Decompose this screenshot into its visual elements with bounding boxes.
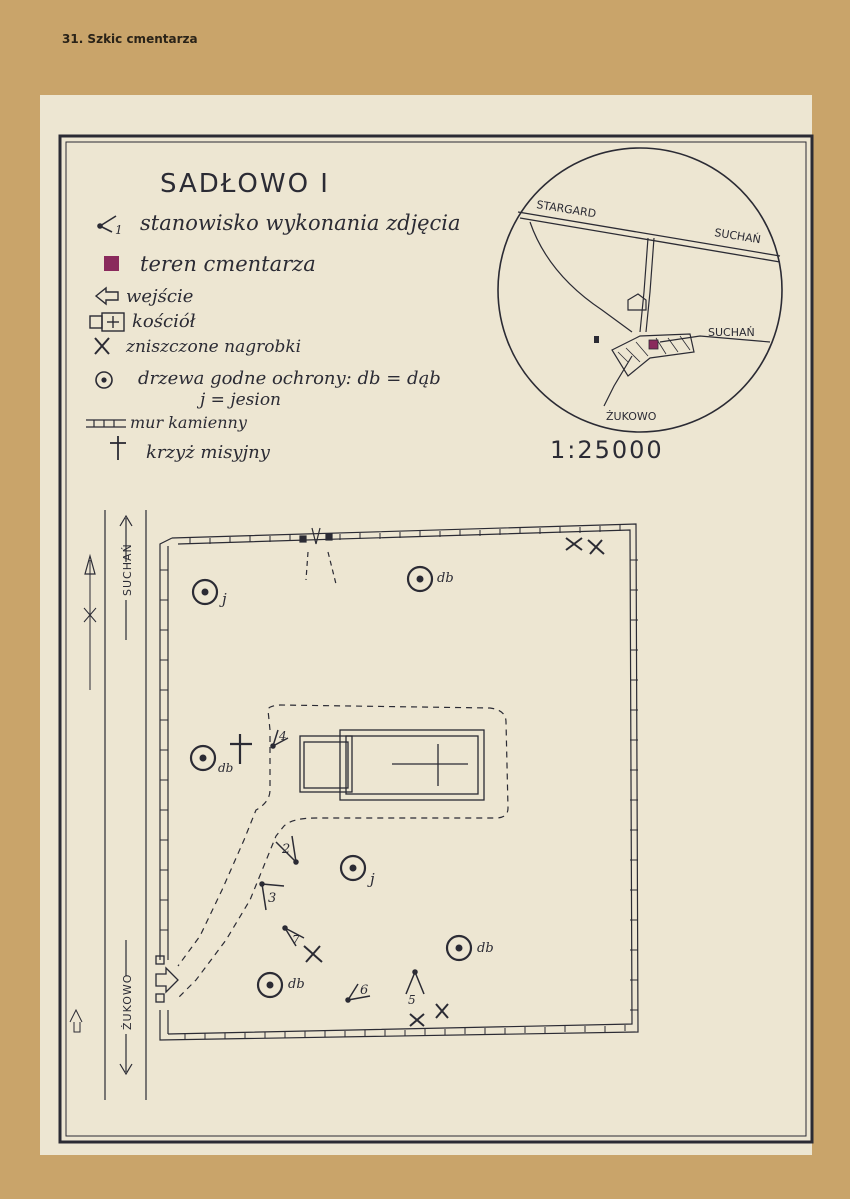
legend-label-entrance: wejście xyxy=(126,286,193,307)
locator-circle xyxy=(497,147,783,433)
church-building xyxy=(299,729,485,801)
photo-position-3 xyxy=(270,729,289,749)
tree-label-oak-1: db xyxy=(437,571,454,586)
photo-position-6 xyxy=(282,925,305,947)
photo-number-7: 7 xyxy=(292,933,300,947)
legend-label-destroyed: zniszczone nagrobki xyxy=(125,337,301,357)
destroyed-gravestone-icon xyxy=(94,337,110,355)
destroyed-gravestone-1 xyxy=(565,537,605,555)
legend: 1 stanowisko wykonania zdjęcia teren cme… xyxy=(86,211,461,463)
page-caption: 31. Szkic cmentarza xyxy=(62,32,198,46)
photo-position-1 xyxy=(275,835,299,865)
road-east xyxy=(659,335,771,343)
destroyed-gravestone-3 xyxy=(409,1013,425,1027)
road-label-zukowo: ŻUKOWO xyxy=(121,974,134,1030)
map-scale: 1:25000 xyxy=(550,436,664,464)
photo-number-2: 2 xyxy=(281,842,290,857)
road-suchan-zukowo xyxy=(69,510,147,1100)
tree-ash-1 xyxy=(191,578,219,606)
paper-sheet xyxy=(40,95,812,1155)
mission-cross-icon xyxy=(110,436,126,460)
cemetery-area-icon xyxy=(104,256,119,271)
destroyed-gravestone-4 xyxy=(435,1003,449,1019)
photo-position-5 xyxy=(345,983,371,1003)
tree-ash-2 xyxy=(339,854,367,882)
frame-outer xyxy=(58,134,814,1144)
legend-label-cross: krzyż misyjny xyxy=(146,442,271,463)
tree-oak-3 xyxy=(445,934,473,962)
mission-cross-plan-icon xyxy=(230,734,252,764)
destroyed-gravestone-2 xyxy=(303,945,323,963)
legend-label-photo: stanowisko wykonania zdjęcia xyxy=(140,211,461,235)
locator-label-suchan-right: SUCHAŃ xyxy=(708,326,755,339)
photo-position-2 xyxy=(259,881,285,911)
tree-oak-2 xyxy=(189,744,217,772)
locator-map xyxy=(497,147,783,433)
tree-label-ash-1: j xyxy=(219,590,227,608)
photo-position-icon: 1 xyxy=(97,215,123,237)
entrance-arrow-icon xyxy=(94,286,119,306)
legend-label-area: teren cmentarza xyxy=(140,252,316,276)
photo-position-4 xyxy=(405,969,425,995)
side-entrance-arrow-icon xyxy=(155,955,179,1003)
legend-label-wall: mur kamienny xyxy=(130,413,248,432)
village-area xyxy=(611,333,695,377)
photo-number-5: 5 xyxy=(408,993,416,1007)
photo-number-4: 4 xyxy=(278,729,287,743)
protected-tree-icon xyxy=(95,371,113,389)
legend-label-church: kościół xyxy=(132,311,196,332)
photo-number-6: 6 xyxy=(360,983,368,998)
photo-number-3: 3 xyxy=(268,891,276,906)
road-stargard-suchan xyxy=(517,211,781,257)
church-icon xyxy=(89,312,125,332)
road-north xyxy=(639,237,649,333)
road-label-suchan: SUCHAŃ xyxy=(121,543,134,596)
tree-label-oak-3: db xyxy=(477,941,494,956)
locator-label-suchan-top: SUCHAŃ xyxy=(714,226,762,246)
road-west xyxy=(529,221,633,333)
cemetery-wall xyxy=(159,523,639,1041)
tree-label-oak-4: db xyxy=(288,977,305,992)
frame-inner xyxy=(65,141,807,1137)
locator-label-zukowo: ŻUKOWO xyxy=(606,410,657,423)
tree-label-oak-2: db xyxy=(218,761,233,775)
locator-cemetery-marker xyxy=(648,339,659,350)
road-south xyxy=(603,355,633,407)
legend-label-ash: j = jesion xyxy=(196,390,281,410)
top-gate xyxy=(299,527,337,585)
svg-text:1: 1 xyxy=(115,223,123,237)
tree-label-ash-2: j xyxy=(367,870,375,888)
tree-oak-1 xyxy=(406,565,434,593)
stone-wall-icon xyxy=(86,419,126,428)
legend-label-trees: drzewa godne ochrony: db = dąb xyxy=(138,368,441,389)
map-title: SADŁOWO I xyxy=(160,169,330,199)
tree-oak-4 xyxy=(256,971,284,999)
church-path xyxy=(177,704,509,999)
